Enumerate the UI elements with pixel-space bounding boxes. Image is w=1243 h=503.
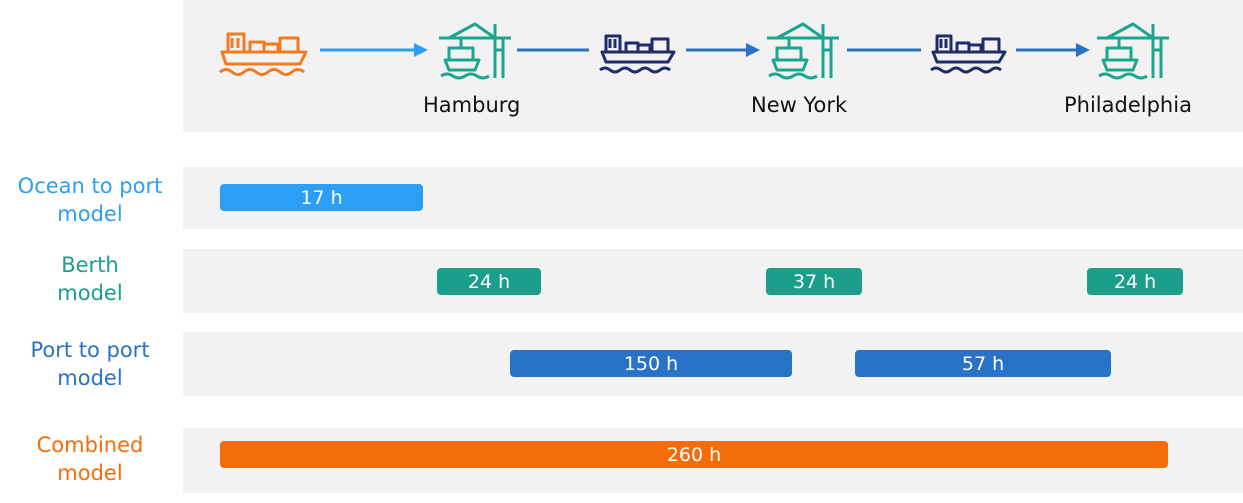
row-label-line: model bbox=[57, 281, 123, 305]
port-label-hamburg: Hamburg bbox=[423, 93, 521, 117]
combined-bar: 260 h bbox=[220, 441, 1168, 468]
row-label-line: Berth bbox=[61, 253, 119, 277]
ocean-to-port-bar: 17 h bbox=[220, 184, 423, 211]
port-crane-icon bbox=[439, 22, 511, 80]
row-label-line: model bbox=[57, 461, 123, 485]
row-label-line: Port to port bbox=[30, 338, 150, 362]
berth-bar-philadelphia: 24 h bbox=[1087, 268, 1183, 295]
port-to-port-bar-hamburg-new-york: 150 h bbox=[510, 350, 792, 377]
berth-bar-new-york: 37 h bbox=[766, 268, 862, 295]
berth-bar-hamburg: 24 h bbox=[437, 268, 541, 295]
row-label-berth: Berth model bbox=[0, 251, 180, 307]
cargo-ship-icon bbox=[219, 32, 308, 76]
row-label-combined: Combined model bbox=[0, 431, 180, 487]
row-label-line: model bbox=[57, 366, 123, 390]
port-crane-icon bbox=[767, 22, 839, 80]
row-label-line: Ocean to port bbox=[17, 174, 163, 198]
row-panel-berth bbox=[183, 249, 1243, 313]
arrow-icon bbox=[320, 43, 428, 57]
arrow-icon bbox=[686, 43, 760, 57]
row-label-port-to-port: Port to port model bbox=[0, 336, 180, 392]
arrow-icon bbox=[1016, 43, 1090, 57]
port-label-philadelphia: Philadelphia bbox=[1064, 93, 1192, 117]
row-label-line: model bbox=[57, 202, 123, 226]
cargo-ship-icon bbox=[930, 34, 1007, 74]
connector-line bbox=[517, 48, 589, 52]
cargo-ship-icon bbox=[599, 34, 676, 74]
row-label-line: Combined bbox=[36, 433, 144, 457]
port-crane-icon bbox=[1097, 22, 1169, 80]
route-header-panel bbox=[183, 0, 1243, 132]
port-to-port-bar-new-york-philadelphia: 57 h bbox=[855, 350, 1111, 377]
port-label-new-york: New York bbox=[751, 93, 848, 117]
row-label-ocean-to-port: Ocean to port model bbox=[0, 172, 180, 228]
connector-line bbox=[847, 48, 921, 52]
